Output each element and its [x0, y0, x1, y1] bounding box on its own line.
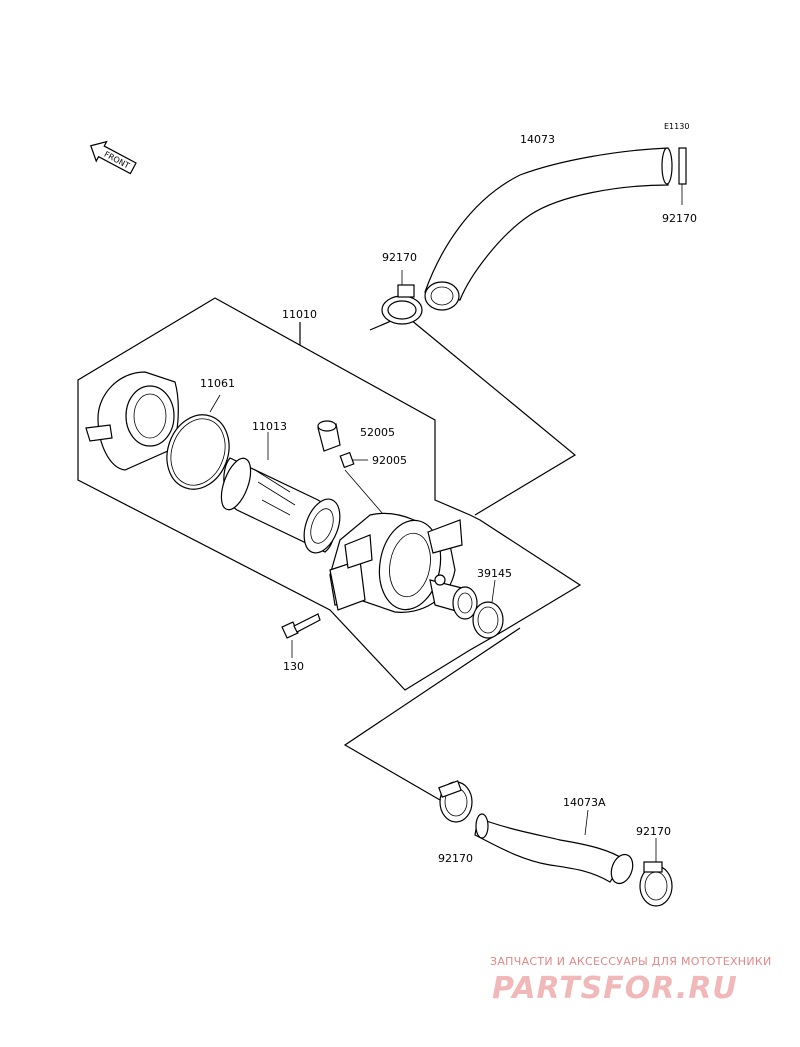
clamp-92170-lower-left — [438, 780, 473, 823]
label-92170-lower-left: 92170 — [438, 852, 473, 865]
clamp-92170-lower-right — [639, 838, 673, 907]
assembly-outline — [77, 297, 582, 691]
label-92005: 92005 — [372, 454, 407, 467]
front-arrow-icon: FRONT — [90, 140, 137, 175]
label-92170-lower-right: 92170 — [636, 825, 671, 838]
plug-92005 — [339, 451, 368, 469]
label-130: 130 — [283, 660, 304, 673]
label-52005: 52005 — [360, 426, 395, 439]
label-39145: 39145 — [477, 567, 512, 580]
label-11013: 11013 — [252, 420, 287, 433]
air-cleaner-cover — [85, 371, 179, 471]
label-14073A: 14073A — [563, 796, 606, 809]
label-11010: 11010 — [282, 308, 317, 321]
diagram-code: E1130 — [664, 122, 689, 131]
watermark-logo: PARTSFOR.RU — [492, 971, 738, 1006]
watermark-tagline: ЗАПЧАСТИ И АКСЕССУАРЫ ДЛЯ МОТОТЕХНИКИ — [490, 955, 772, 968]
o-ring-11061 — [166, 394, 230, 490]
clamp-92170-upper — [381, 270, 423, 325]
bolt-130 — [281, 613, 321, 658]
label-11061: 11061 — [200, 377, 235, 390]
label-14073: 14073 — [520, 133, 555, 146]
hose-14073 — [424, 147, 673, 311]
cap-52005 — [317, 420, 341, 452]
label-92170-upper: 92170 — [382, 251, 417, 264]
filter-element-11013 — [220, 432, 341, 554]
clamp-92170-top-right — [678, 147, 687, 205]
clamp-39145 — [472, 579, 504, 639]
air-cleaner-case — [329, 512, 478, 620]
hose-14073A — [474, 809, 634, 885]
label-92170-top-right: 92170 — [662, 212, 697, 225]
